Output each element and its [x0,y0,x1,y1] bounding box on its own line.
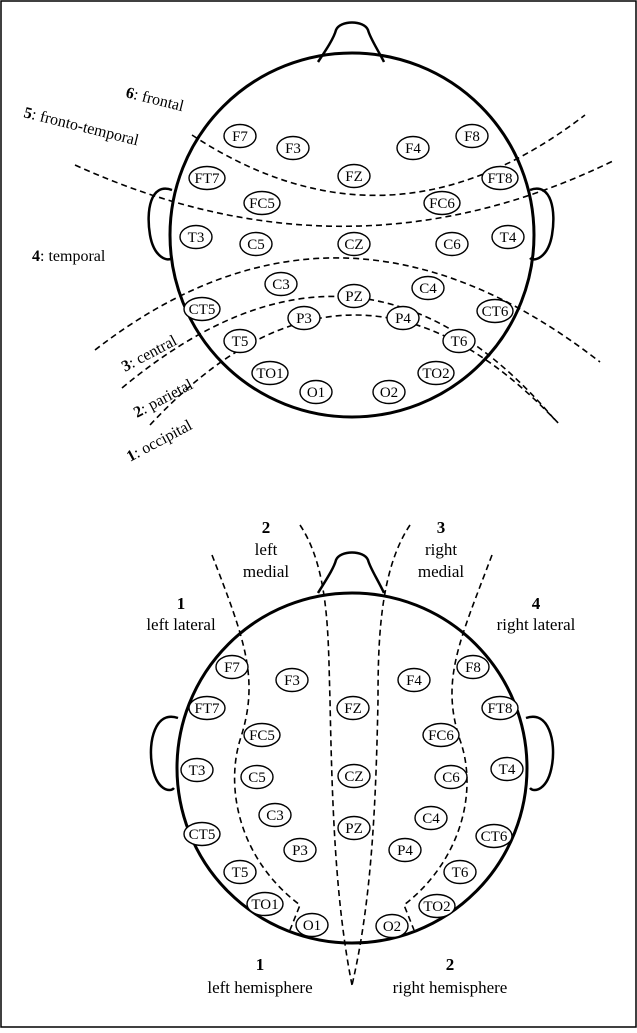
top-electrode-label-t3: T3 [188,230,205,246]
bottom-electrode-label-to1: TO1 [251,897,278,913]
bottom-electrode-label-c6: C6 [442,770,460,786]
top-electrode-label-f8: F8 [464,129,480,145]
bottom-electrode-label-o2: O2 [383,919,401,935]
bottom-head [151,553,553,944]
boundary-parietal-occipital [150,315,560,425]
top-electrode-label-c6: C6 [443,237,461,253]
region-label-fronto-temporal: 5: fronto-temporal [22,104,141,149]
top-electrode-label-fc5: FC5 [249,196,275,212]
top-electrode-label-c4: C4 [419,281,437,297]
bottom-right-ear [526,717,553,790]
bottom-electrode-label-f7: F7 [224,660,240,676]
region-label-temporal: 4: temporal [32,248,106,265]
zone-name-right-medial-line1: right [425,540,457,559]
bottom-electrode-label-c3: C3 [266,808,284,824]
bottom-electrode-label-t4: T4 [499,762,516,778]
top-electrode-label-ct5: CT5 [189,302,216,318]
top-electrode-label-ft8: FT8 [487,171,512,187]
region-label-occipital: 1: occipital [124,417,196,466]
top-electrode-label-c3: C3 [272,277,290,293]
zone-number-left-medial: 2 [262,518,271,537]
top-electrode-label-t6: T6 [451,334,468,350]
bottom-electrode-label-ct5: CT5 [189,827,216,843]
zone-number-right-medial: 3 [437,518,446,537]
bottom-electrode-label-t6: T6 [452,865,469,881]
zone-name-left-lateral: left lateral [146,615,216,634]
region-label-frontal: 6: frontal [124,84,186,115]
hemisphere-name-left: left hemisphere [207,978,312,997]
top-electrode-label-p3: P3 [296,311,312,327]
top-electrode-label-t4: T4 [500,230,517,246]
region-label-parietal: 2: parietal [131,376,196,422]
bottom-nose [318,553,384,594]
top-electrode-label-o1: O1 [307,385,325,401]
top-electrode-label-cz: CZ [344,237,363,253]
bottom-electrode-label-fc6: FC6 [428,728,454,744]
zone-name-right-medial-line2: medial [418,562,465,581]
bottom-electrode-label-f3: F3 [284,673,300,689]
top-electrode-label-t5: T5 [232,334,249,350]
bottom-electrode-label-pz: PZ [345,821,363,837]
top-head [149,23,554,418]
bottom-electrode-label-ft8: FT8 [487,701,512,717]
bottom-left-ear [151,717,178,790]
bottom-electrode-label-ft7: FT7 [194,701,220,717]
bottom-electrode-label-c4: C4 [422,811,440,827]
top-electrode-label-to1: TO1 [256,366,283,382]
zone-number-left-lateral: 1 [177,594,186,613]
top-electrode-label-fz: FZ [345,169,363,185]
top-electrode-label-p4: P4 [395,311,411,327]
top-left-ear [149,189,172,260]
bottom-electrode-label-t5: T5 [232,865,249,881]
top-electrode-label-o2: O2 [380,385,398,401]
bottom-electrode-label-ct6: CT6 [481,829,508,845]
top-region-boundaries [75,115,615,425]
top-electrode-label-f7: F7 [232,129,248,145]
top-electrode-label-ct6: CT6 [482,304,509,320]
bottom-electrode-label-to2: TO2 [423,899,450,915]
top-electrode-label-ft7: FT7 [194,171,220,187]
region-label-central: 3: central [119,332,180,375]
bottom-electrode-label-p4: P4 [397,843,413,859]
bottom-electrode-label-fc5: FC5 [249,728,275,744]
top-electrode-label-to2: TO2 [422,366,449,382]
hemisphere-name-right: right hemisphere [393,978,508,997]
bottom-electrode-label-f8: F8 [465,660,481,676]
hemisphere-number-right: 2 [446,955,455,974]
bottom-electrode-label-c5: C5 [248,770,266,786]
bottom-electrode-label-t3: T3 [189,763,206,779]
bottom-electrode-label-cz: CZ [344,769,363,785]
bottom-electrode-label-p3: P3 [292,843,308,859]
bottom-electrode-label-f4: F4 [406,673,422,689]
zone-name-right-lateral: right lateral [497,615,576,634]
top-electrode-label-c5: C5 [247,237,265,253]
top-electrode-label-fc6: FC6 [429,196,455,212]
top-electrode-label-f4: F4 [405,141,421,157]
top-electrode-label-f3: F3 [285,141,301,157]
zone-name-left-medial-line1: left [255,540,278,559]
hemisphere-number-left: 1 [256,955,265,974]
bottom-electrode-label-fz: FZ [344,701,362,717]
zone-name-left-medial-line2: medial [243,562,290,581]
top-electrode-label-pz: PZ [345,289,363,305]
zone-number-right-lateral: 4 [532,594,541,613]
bottom-electrode-label-o1: O1 [303,918,321,934]
